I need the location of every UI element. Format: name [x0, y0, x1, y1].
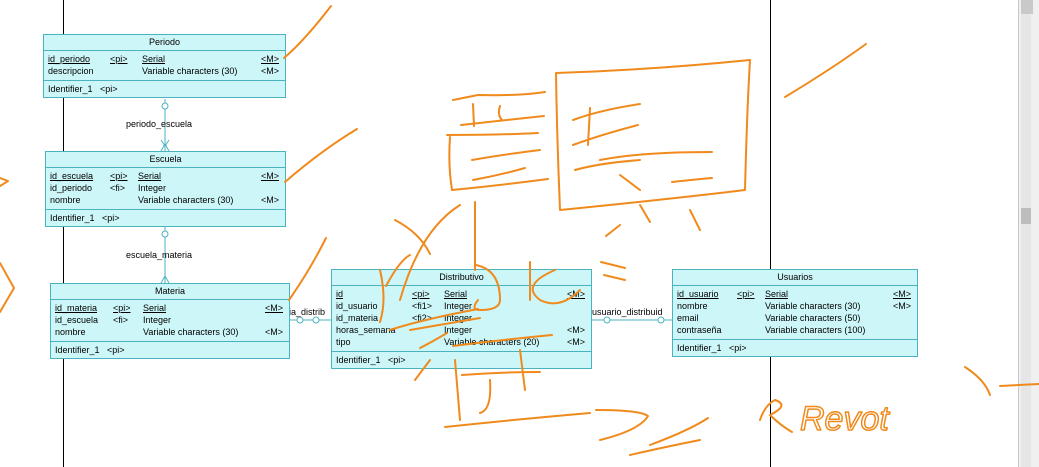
attribute-type: Variable characters (50) [765, 313, 861, 323]
attribute-type: Integer [138, 183, 167, 193]
attribute-name: nombre [50, 195, 81, 205]
entity-title: Usuarios [673, 270, 917, 286]
attribute-list: id_periodo <pi> Serial <M> descripcion V… [44, 51, 285, 81]
attribute-row[interactable]: nombre Variable characters (30) <M> [50, 194, 281, 206]
rel-label-escuela-materia: escuela_materia [126, 250, 193, 260]
attribute-tag: <fi2> [412, 313, 433, 323]
page-boundary-left [63, 0, 64, 467]
attribute-name: id_usuario [677, 289, 719, 299]
vertical-scrollbar[interactable] [1021, 0, 1031, 467]
attribute-name: id_escuela [55, 315, 99, 325]
scrollbar-top-grip[interactable] [1021, 0, 1033, 14]
handwritten-text: Revot [800, 400, 890, 438]
attribute-name: id_escuela [50, 171, 94, 181]
attribute-type: Variable characters (30) [142, 66, 238, 76]
attribute-row[interactable]: nombre Variable characters (30) <M> [55, 326, 285, 338]
entity-periodo[interactable]: Periodo id_periodo <pi> Serial <M> descr… [43, 34, 286, 98]
attribute-row[interactable]: contraseña Variable characters (100) [677, 324, 913, 336]
attribute-tag: <pi> [110, 171, 128, 181]
attribute-tag: <fi> [113, 315, 129, 325]
attribute-type: Variable characters (100) [765, 325, 866, 335]
attribute-row[interactable]: id_materia <pi> Serial <M> [55, 302, 285, 314]
attribute-type: Serial [142, 54, 166, 64]
attribute-mandatory: <M> [566, 337, 585, 347]
entity-title: Periodo [44, 35, 285, 51]
attribute-tag: <fi1> [412, 301, 433, 311]
attribute-tag: <pi> [113, 303, 131, 313]
attribute-tag: <pi> [110, 54, 128, 64]
attribute-row[interactable]: id_escuela <fi> Integer [55, 314, 285, 326]
attribute-name: email [677, 313, 699, 323]
attribute-type: Serial [138, 171, 162, 181]
page-boundary-right [770, 0, 771, 467]
attribute-name: id_materia [336, 313, 379, 323]
attribute-row[interactable]: id_periodo <fi> Integer [50, 182, 281, 194]
attribute-row[interactable]: id_usuario <pi> Serial <M> [677, 288, 913, 300]
attribute-row[interactable]: id_materia <fi2> Integer [336, 312, 587, 324]
attribute-name: id [336, 289, 344, 299]
attribute-row[interactable]: descripcion Variable characters (30) <M> [48, 65, 281, 77]
attribute-name: id_materia [55, 303, 98, 313]
right-side-panel [1018, 0, 1039, 467]
attribute-mandatory: <M> [892, 289, 911, 299]
entity-identifier: Identifier_1 <pi> [50, 213, 120, 223]
entity-distributivo[interactable]: Distributivo id <pi> Serial <M> id_usuar… [331, 269, 592, 369]
rel-label-materia-distributivo: ia_distrib [289, 307, 326, 317]
attribute-name: id_usuario [336, 301, 378, 311]
attribute-mandatory: <M> [260, 66, 279, 76]
attribute-name: id_periodo [48, 54, 91, 64]
attribute-type: Integer [444, 313, 473, 323]
rel-label-periodo-escuela: periodo_escuela [126, 119, 193, 129]
attribute-type: Serial [143, 303, 167, 313]
entity-identifier: Identifier_1 <pi> [48, 84, 118, 94]
attribute-type: Integer [444, 301, 473, 311]
attribute-type: Integer [143, 315, 172, 325]
entity-identifier: Identifier_1 <pi> [336, 355, 406, 365]
entity-title: Escuela [46, 152, 285, 168]
attribute-row[interactable]: email Variable characters (50) [677, 312, 913, 324]
attribute-type: Integer [444, 325, 473, 335]
entity-title: Distributivo [332, 270, 591, 286]
attribute-mandatory: <M> [892, 301, 911, 311]
attribute-list: id_usuario <pi> Serial <M> nombre Variab… [673, 286, 917, 340]
attribute-name: nombre [677, 301, 708, 311]
entity-identifier: Identifier_1 <pi> [55, 345, 125, 355]
attribute-name: descripcion [48, 66, 94, 76]
attribute-row[interactable]: id_usuario <fi1> Integer [336, 300, 587, 312]
attribute-mandatory: <M> [264, 303, 283, 313]
attribute-row[interactable]: horas_semana Integer <M> [336, 324, 587, 336]
attribute-mandatory: <M> [260, 195, 279, 205]
entity-escuela[interactable]: Escuela id_escuela <pi> Serial <M> id_pe… [45, 151, 286, 227]
attribute-tag: <pi> [412, 289, 430, 299]
entity-title: Materia [51, 284, 289, 300]
attribute-row[interactable]: id_periodo <pi> Serial <M> [48, 53, 281, 65]
attribute-type: Variable characters (30) [143, 327, 239, 337]
attribute-tag: <fi> [110, 183, 126, 193]
attribute-name: id_periodo [50, 183, 93, 193]
scrollbar-thumb[interactable] [1021, 208, 1031, 224]
attribute-type: Variable characters (30) [138, 195, 234, 205]
attribute-mandatory: <M> [260, 54, 279, 64]
entity-materia[interactable]: Materia id_materia <pi> Serial <M> id_es… [50, 283, 290, 359]
attribute-tag: <pi> [737, 289, 755, 299]
attribute-list: id_escuela <pi> Serial <M> id_periodo <f… [46, 168, 285, 210]
attribute-name: tipo [336, 337, 351, 347]
attribute-name: nombre [55, 327, 86, 337]
attribute-row[interactable]: id_escuela <pi> Serial <M> [50, 170, 281, 182]
attribute-name: horas_semana [336, 325, 396, 335]
attribute-mandatory: <M> [260, 171, 279, 181]
attribute-type: Variable characters (30) [765, 301, 861, 311]
attribute-type: Serial [765, 289, 789, 299]
attribute-name: contraseña [677, 325, 722, 335]
rel-label-usuario-distributivo: usuario_distribuid [592, 307, 663, 317]
attribute-type: Serial [444, 289, 468, 299]
entity-usuarios[interactable]: Usuarios id_usuario <pi> Serial <M> nomb… [672, 269, 918, 357]
attribute-row[interactable]: nombre Variable characters (30) <M> [677, 300, 913, 312]
attribute-mandatory: <M> [566, 325, 585, 335]
entity-identifier: Identifier_1 <pi> [677, 343, 747, 353]
attribute-list: id_materia <pi> Serial <M> id_escuela <f… [51, 300, 289, 342]
attribute-mandatory: <M> [264, 327, 283, 337]
